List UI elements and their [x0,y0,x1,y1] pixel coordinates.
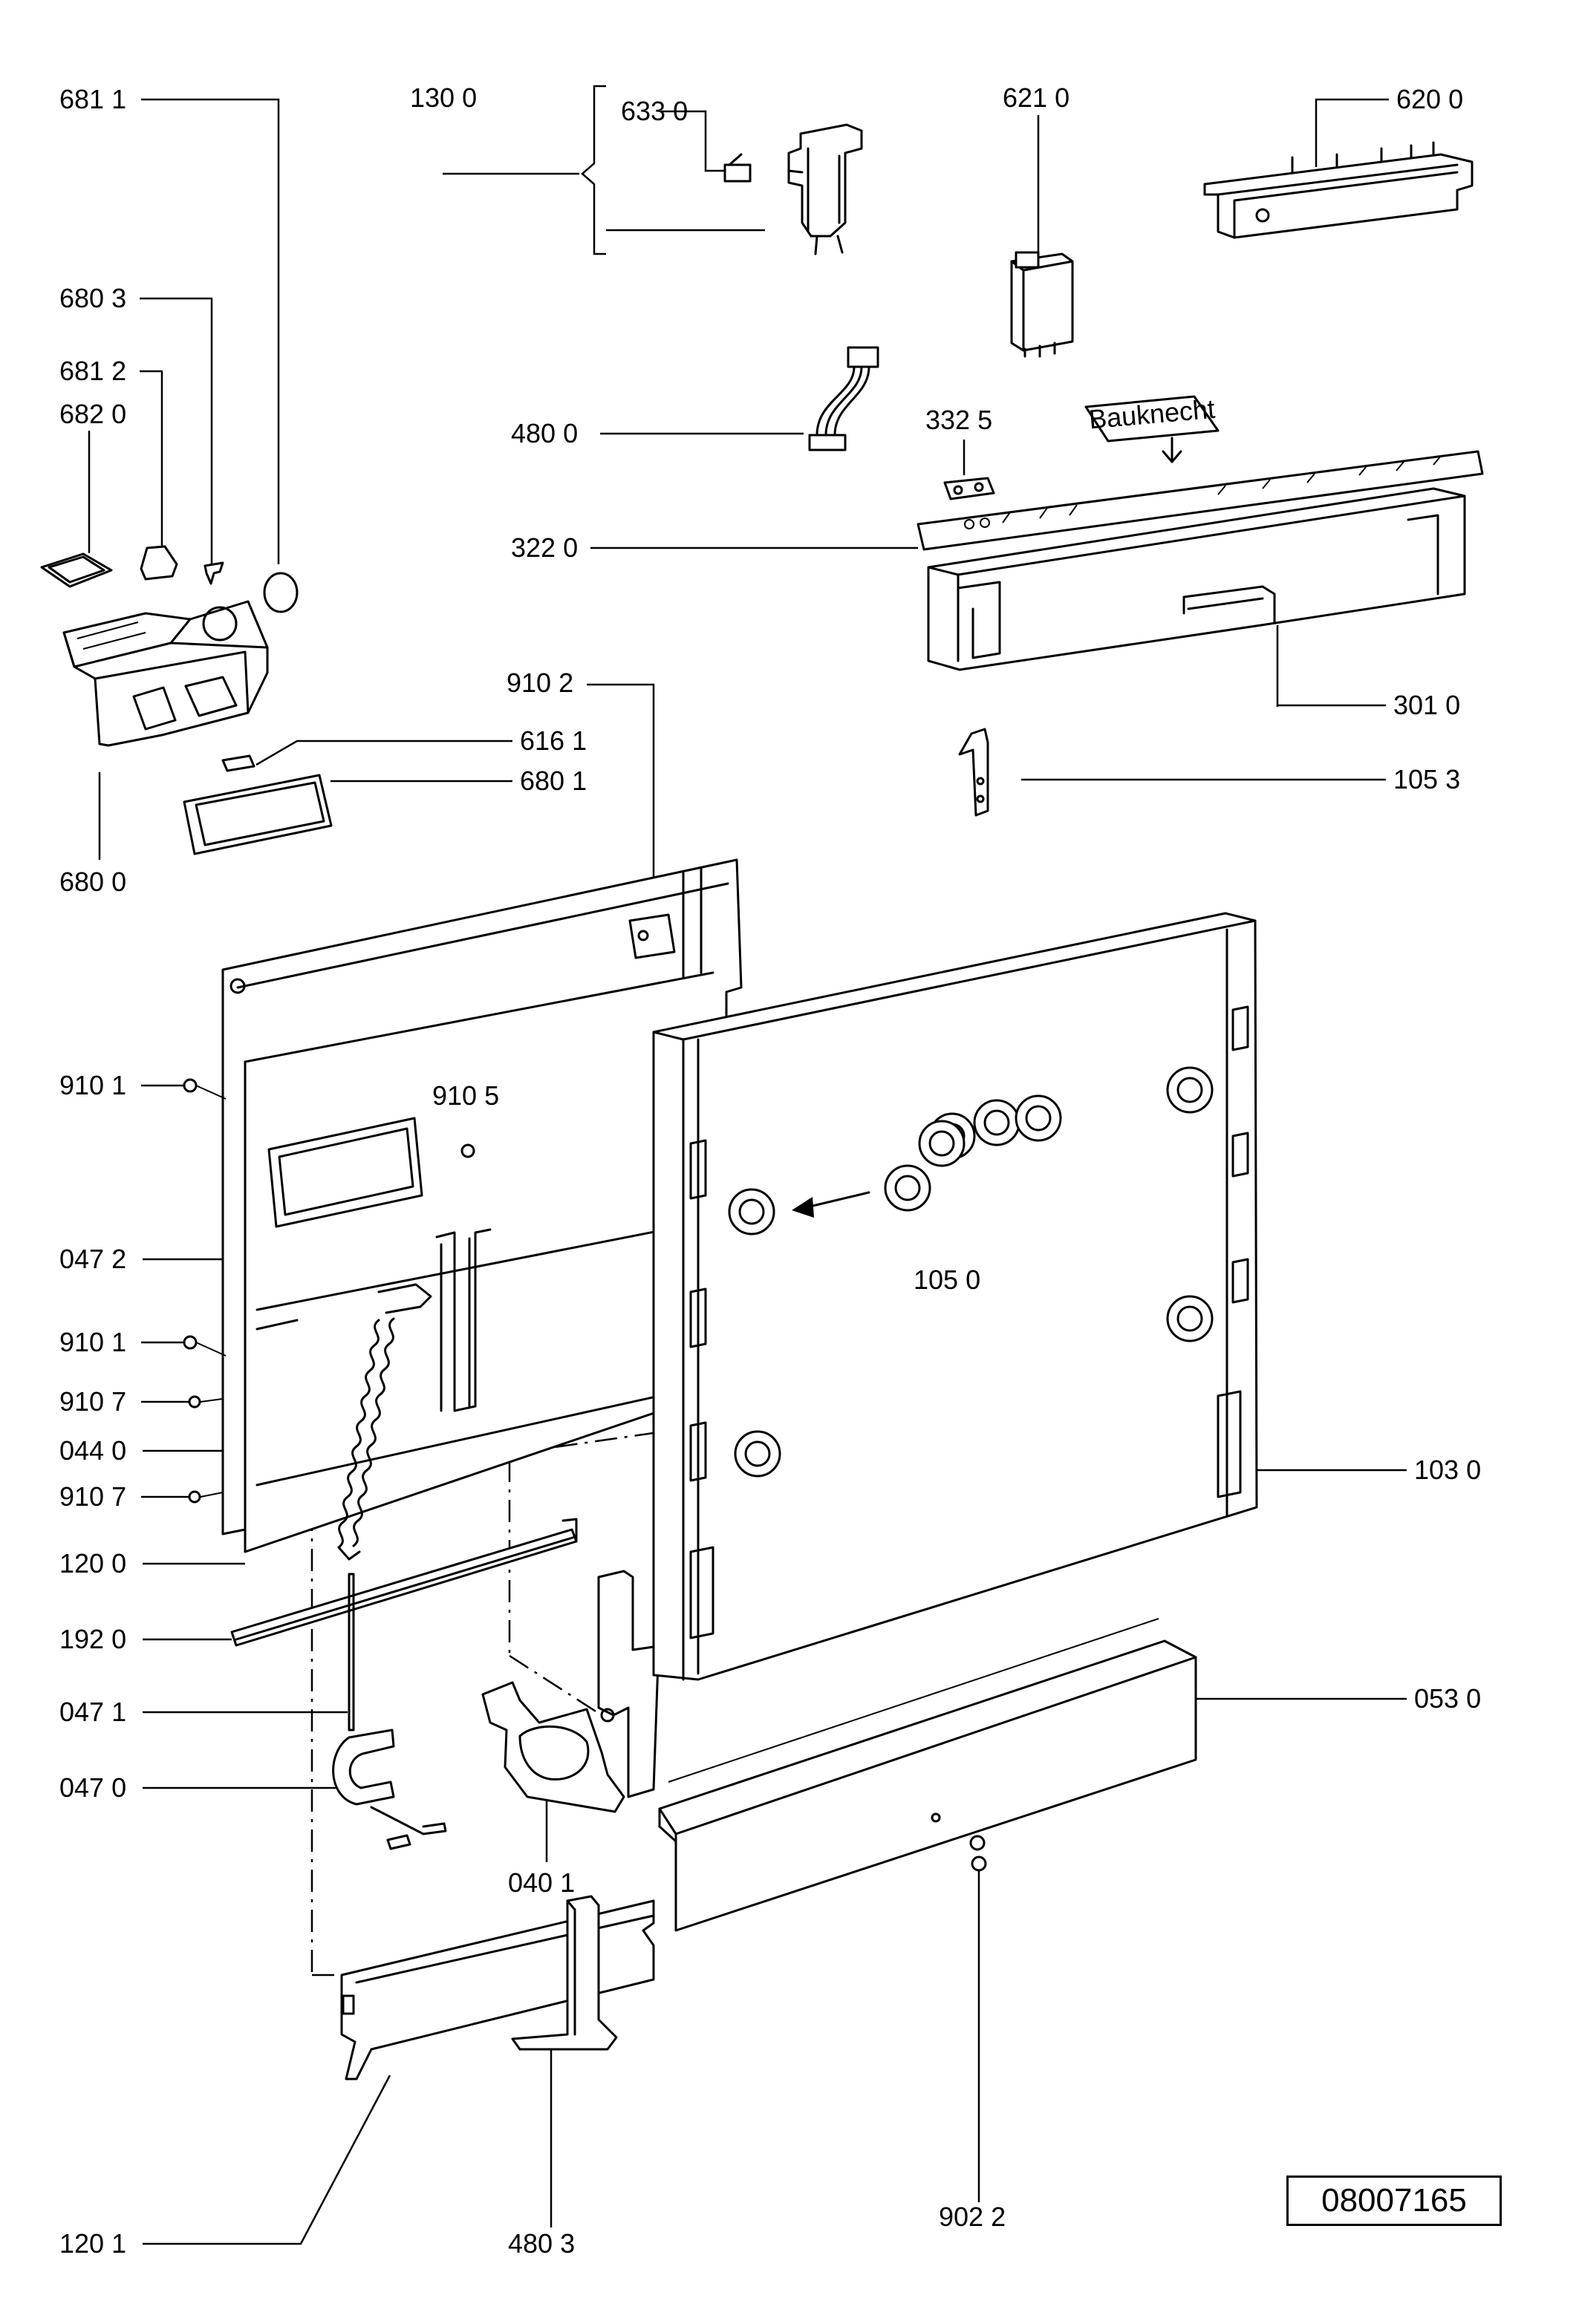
label-680-1: 680 1 [520,766,587,796]
module-621 [1010,251,1074,358]
label-301-0: 301 0 [1393,690,1460,720]
screw-902-2 [969,1835,987,1872]
label-480-3: 480 3 [508,2228,575,2259]
label-040-1: 040 1 [508,1867,575,1898]
label-621-0: 621 0 [1003,82,1070,113]
label-103-0: 103 0 [1414,1455,1481,1485]
label-616-1: 616 1 [520,725,587,756]
wire-harness-480 [808,346,879,451]
document-number: 08007165 [1286,2176,1502,2226]
label-053-0: 053 0 [1414,1683,1481,1714]
label-105-3: 105 3 [1393,764,1460,794]
label-910-5: 910 5 [432,1080,499,1111]
label-902-2: 902 2 [939,2201,1006,2232]
control-board-620 [1203,141,1474,239]
label-120-1: 120 1 [59,2228,126,2259]
label-910-7-b: 910 7 [59,1481,126,1512]
label-680-0: 680 0 [59,866,126,897]
label-910-7-a: 910 7 [59,1386,126,1417]
label-322-0: 322 0 [511,532,578,563]
label-681-2: 681 2 [59,356,126,386]
control-panel-strip [917,450,1484,551]
bracket-480-3 [511,1895,618,2051]
hinge-040 [481,1570,660,1813]
part-616-1 [221,754,255,772]
control-panel-housing [927,487,1466,671]
bottom-rail-120-1 [340,1899,655,2080]
label-192-0: 192 0 [59,1624,126,1654]
outer-door-panel [652,912,1258,1681]
strip-192 [230,1518,578,1647]
label-682-0: 682 0 [59,399,126,429]
bracket-105-3 [958,728,989,817]
label-620-0: 620 0 [1396,84,1463,114]
label-047-2: 047 2 [59,1244,126,1274]
cable-clamp [332,1573,447,1850]
label-332-5: 332 5 [925,405,992,435]
screws [183,1078,475,1504]
label-047-1: 047 1 [59,1697,126,1727]
microswitch-assembly [723,123,863,255]
brand-plate: Bauknecht [1084,394,1220,463]
label-480-0: 480 0 [511,418,578,448]
gasket-680-1 [183,774,333,855]
label-910-2: 910 2 [507,668,573,698]
label-910-1-a: 910 1 [59,1070,126,1100]
part-labels: 681 1 130 0 633 0 621 0 620 0 680 3 681 … [59,82,1481,2259]
label-105-0: 105 0 [914,1264,980,1295]
dispenser-assembly [40,545,299,747]
label-120-0: 120 0 [59,1548,126,1579]
label-633-0: 633 0 [621,96,688,126]
kick-plate-053 [658,1618,1197,1932]
spring-assembly [337,1283,432,1561]
inner-door-panel [221,858,743,1553]
label-910-1-b: 910 1 [59,1327,126,1357]
label-680-3: 680 3 [59,283,126,313]
label-130-0: 130 0 [410,82,477,113]
label-044-0: 044 0 [59,1435,126,1466]
plate-332 [943,477,995,500]
label-681-1: 681 1 [59,84,126,114]
label-047-0: 047 0 [59,1772,126,1803]
